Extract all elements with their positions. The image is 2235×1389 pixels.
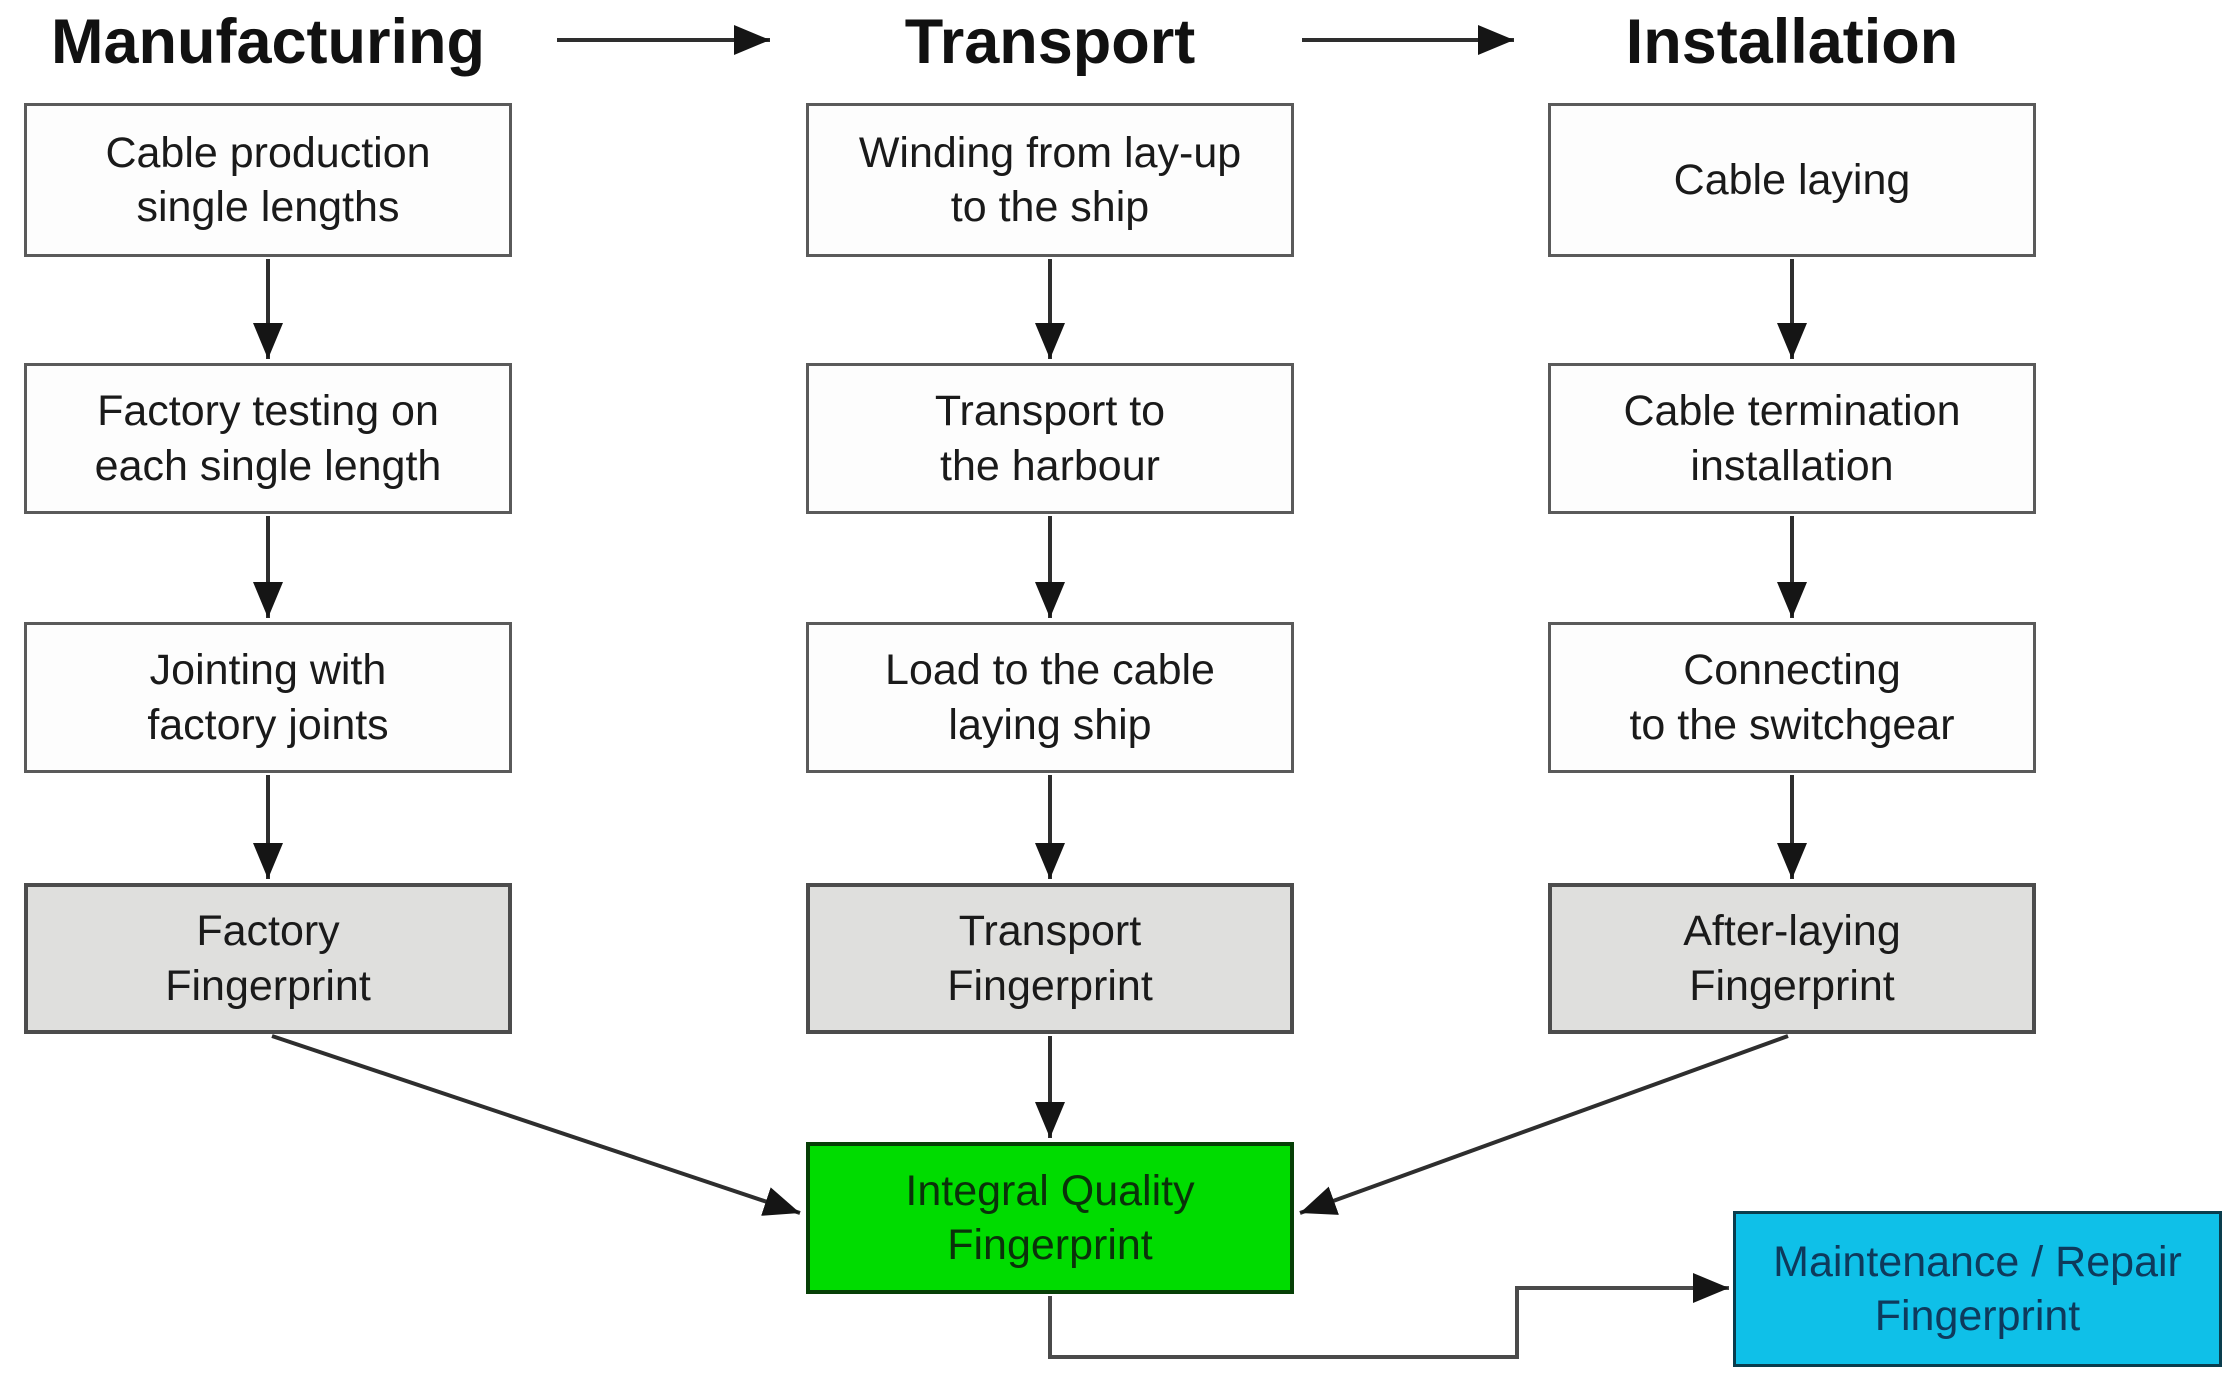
fingerprint-box-factory: Factory Fingerprint xyxy=(24,883,512,1034)
phase-header-manufacturing: Manufacturing xyxy=(51,7,485,77)
step-box-jointing: Jointing with factory joints xyxy=(24,622,512,773)
phase-header-installation: Installation xyxy=(1625,7,1959,77)
step-box-factory-testing: Factory testing on each single length xyxy=(24,363,512,514)
step-box-load-ship: Load to the cable laying ship xyxy=(806,622,1294,773)
step-box-transport-harbour: Transport to the harbour xyxy=(806,363,1294,514)
fingerprint-box-after-laying: After-laying Fingerprint xyxy=(1548,883,2036,1034)
fingerprint-box-transport: Transport Fingerprint xyxy=(806,883,1294,1034)
step-box-cable-laying: Cable laying xyxy=(1548,103,2036,257)
step-box-winding: Winding from lay-up to the ship xyxy=(806,103,1294,257)
arrow-integral-to-maintenance xyxy=(1048,1273,1729,1359)
step-box-cable-production: Cable production single lengths xyxy=(24,103,512,257)
step-box-cable-termination: Cable termination installation xyxy=(1548,363,2036,514)
step-box-connecting-switchgear: Connecting to the switchgear xyxy=(1548,622,2036,773)
integral-quality-fingerprint-box: Integral Quality Fingerprint xyxy=(806,1142,1294,1294)
phase-header-transport: Transport xyxy=(904,7,1196,77)
arrow-afterlaying-fingerprint-to-integral xyxy=(1299,1034,1789,1215)
arrow-factory-fingerprint-to-integral xyxy=(271,1034,801,1216)
maintenance-repair-fingerprint-box: Maintenance / Repair Fingerprint xyxy=(1733,1211,2222,1367)
